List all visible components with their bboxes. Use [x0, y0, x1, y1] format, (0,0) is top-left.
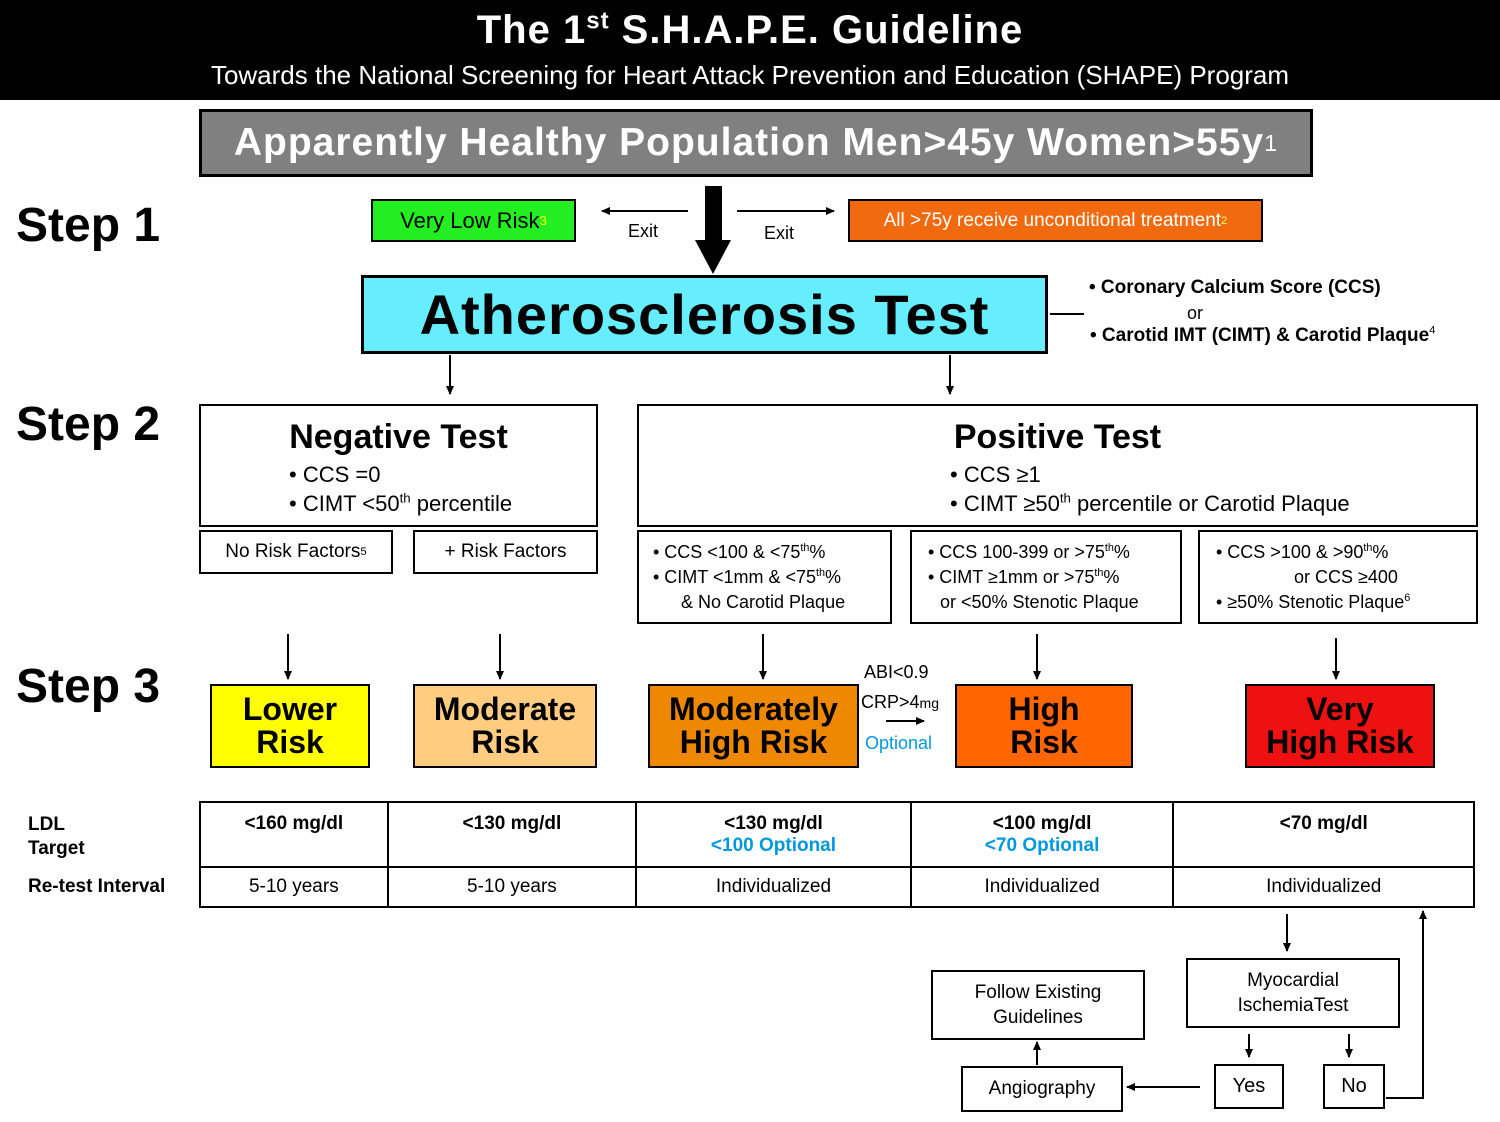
positive-cimt: • CIMT ≥50th percentile or Carotid Plaqu… — [950, 490, 1350, 516]
option-or: or — [1187, 303, 1204, 323]
positive-sub-low: • CCS <100 & <75th% • CIMT <1mm & <75th%… — [637, 530, 892, 624]
retest-cell: 5-10 years — [386, 866, 638, 908]
angiography-box: Angiography — [961, 1066, 1123, 1112]
ldl-cell: <100 mg/dl<70 Optional — [909, 801, 1175, 868]
step-3-label: Step 3 — [16, 660, 161, 713]
abi-marker: ABI<0.9 — [864, 662, 929, 682]
page-subtitle: Towards the National Screening for Heart… — [210, 60, 1290, 90]
retest-interval-label: Re-test Interval — [28, 876, 166, 897]
ldl-cell: <130 mg/dl<100 Optional — [635, 801, 912, 868]
retest-cell: Individualized — [1172, 866, 1475, 908]
exit-right-label: Exit — [764, 223, 795, 243]
population-box: Apparently Healthy Population Men>45y Wo… — [199, 109, 1313, 177]
optional-marker: Optional — [865, 733, 933, 753]
exit-left-label: Exit — [628, 221, 659, 241]
no-return-arrow — [1386, 910, 1427, 1099]
negative-cimt: • CIMT <50th percentile — [289, 490, 513, 516]
step-2-label: Step 2 — [16, 398, 161, 451]
step-1-label: Step 1 — [16, 199, 161, 252]
positive-sub-high: • CCS >100 & >90th% or CCS ≥400 • ≥50% S… — [1198, 530, 1478, 624]
option-ccs: • Coronary Calcium Score (CCS) — [1089, 277, 1381, 298]
yes-box: Yes — [1214, 1064, 1284, 1109]
ldl-retest-table: <160 mg/dl <130 mg/dl <130 mg/dl<100 Opt… — [199, 801, 1475, 908]
positive-ccs: • CCS ≥1 — [950, 462, 1041, 487]
option-cimt: • Carotid IMT (CIMT) & Carotid Plaque4 — [1090, 324, 1436, 346]
negative-ccs: • CCS =0 — [289, 462, 381, 487]
ldl-cell: <70 mg/dl — [1172, 801, 1475, 868]
atherosclerosis-test-box: Atherosclerosis Test — [361, 275, 1048, 354]
positive-test-title: Positive Test — [953, 418, 1162, 456]
negative-test-title: Negative Test — [289, 418, 508, 456]
page-title: The 1st S.H.A.P.E. Guideline — [476, 7, 1024, 52]
retest-cell: 5-10 years — [199, 866, 389, 908]
unconditional-treatment-box: All >75y receive unconditional treatment… — [848, 199, 1263, 242]
no-box: No — [1323, 1064, 1385, 1109]
retest-cell: Individualized — [635, 866, 912, 908]
main-down-arrow-head — [695, 240, 731, 274]
positive-test-box: Positive Test • CCS ≥1 • CIMT ≥50th perc… — [637, 404, 1478, 527]
retest-cell: Individualized — [909, 866, 1175, 908]
main-down-arrow-shaft — [705, 186, 722, 242]
ldl-cell: <160 mg/dl — [199, 801, 389, 868]
plus-risk-factors-box: + Risk Factors — [413, 530, 598, 574]
ldl-target-label: LDL Target — [28, 814, 85, 859]
negative-test-box: Negative Test • CCS =0 • CIMT <50th perc… — [199, 404, 598, 527]
crp-marker: CRP>4mg — [861, 692, 939, 712]
positive-sub-mid: • CCS 100-399 or >75th% • CIMT ≥1mm or >… — [910, 530, 1182, 624]
header-banner: The 1st S.H.A.P.E. Guideline Towards the… — [0, 0, 1500, 100]
ldl-cell: <130 mg/dl — [386, 801, 638, 868]
